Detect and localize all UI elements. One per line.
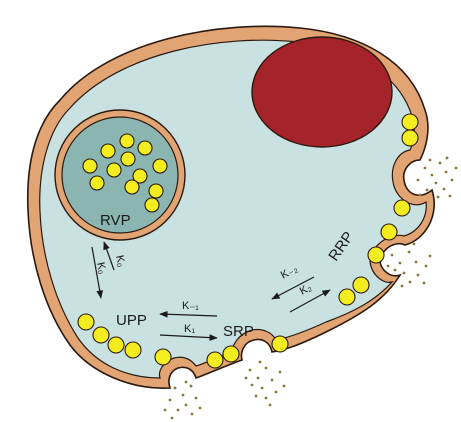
vesicle: [108, 337, 124, 353]
vesicle: [402, 114, 418, 130]
vesicle: [155, 349, 171, 365]
rate-label-k-minus0: K₀: [113, 254, 127, 268]
vesicle: [120, 134, 134, 148]
vesicle: [207, 352, 223, 368]
vesicle: [223, 346, 239, 362]
vesicle: [107, 163, 121, 177]
vesicle: [153, 159, 167, 173]
vesicle: [149, 184, 163, 198]
vesicle: [125, 180, 139, 194]
label-upp: UPP: [116, 312, 147, 329]
vesicle: [125, 342, 141, 358]
label-srp: SRP: [223, 323, 254, 340]
vesicle: [138, 141, 152, 155]
vesicle: [368, 247, 384, 263]
vesicle: [402, 130, 418, 146]
vesicle: [93, 327, 109, 343]
rate-label-k1: K₁: [184, 323, 195, 335]
vesicle: [339, 289, 355, 305]
vesicle: [394, 200, 410, 216]
vesicle: [353, 277, 369, 293]
vesicle: [101, 144, 115, 158]
rate-label-k0: K₀: [94, 261, 108, 275]
vesicle: [145, 198, 159, 212]
particle-cloud-srp: [245, 361, 286, 407]
vesicle: [90, 176, 104, 190]
vesicle: [381, 224, 397, 240]
vesicle: [121, 152, 135, 166]
vesicle: [272, 336, 288, 352]
nucleus: [252, 37, 392, 147]
label-rvp: RVP: [100, 212, 131, 229]
vesicle: [83, 159, 97, 173]
vesicle: [78, 314, 94, 330]
rate-label-k-minus1: K₋₁: [182, 300, 199, 312]
particle-cloud-right: [417, 157, 458, 199]
